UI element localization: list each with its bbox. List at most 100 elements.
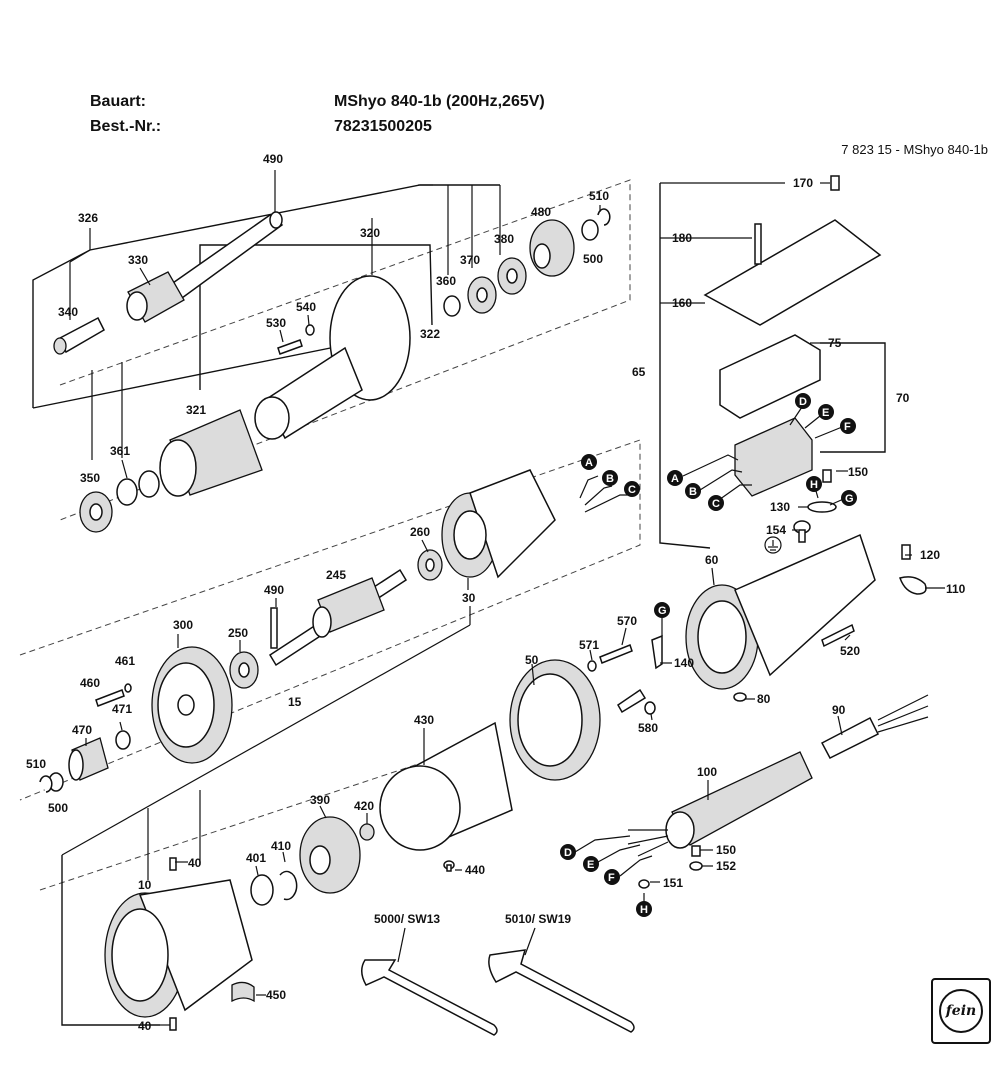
marker-e-switch: E <box>818 404 834 420</box>
label-510a: 510 <box>589 189 609 203</box>
label-350: 350 <box>80 471 100 485</box>
screw-150b <box>691 845 701 857</box>
marker-h-cable: H <box>636 901 652 917</box>
label-120: 120 <box>920 548 940 562</box>
marker-a-top: A <box>581 454 597 470</box>
screw-570 <box>599 644 633 664</box>
pin-40a <box>169 857 177 871</box>
label-500a: 500 <box>583 252 603 266</box>
upper-assembly-outline <box>59 179 631 521</box>
label-401: 401 <box>246 851 266 865</box>
washer-152 <box>689 861 703 871</box>
screw-460 <box>95 689 125 707</box>
label-471: 471 <box>112 702 132 716</box>
label-510b: 510 <box>26 757 46 771</box>
collet <box>53 316 105 355</box>
bearing-housing <box>254 275 411 440</box>
spindle-shaft <box>168 211 284 299</box>
screw-154 <box>793 520 811 543</box>
svg-text:D: D <box>799 396 807 408</box>
label-300: 300 <box>173 618 193 632</box>
washer-461 <box>124 683 132 693</box>
bearing-plate-300 <box>151 646 233 764</box>
label-30: 30 <box>462 591 476 605</box>
label-330: 330 <box>128 253 148 267</box>
svg-text:H: H <box>640 904 648 916</box>
motor-housing-60 <box>685 533 876 690</box>
label-150b: 150 <box>716 843 736 857</box>
label-60: 60 <box>705 553 719 567</box>
label-180: 180 <box>672 231 692 245</box>
label-70: 70 <box>896 391 910 405</box>
label-530: 530 <box>266 316 286 330</box>
label-130: 130 <box>770 500 790 514</box>
screw-120 <box>901 544 911 560</box>
strain-relief <box>617 688 647 714</box>
label-326: 326 <box>78 211 98 225</box>
bracket-15 <box>61 855 160 1026</box>
label-15: 15 <box>288 695 302 709</box>
label-140: 140 <box>674 656 694 670</box>
label-490b: 490 <box>264 583 284 597</box>
label-260: 260 <box>410 525 430 539</box>
washer-151 <box>638 879 650 889</box>
marker-b-top: B <box>602 470 618 486</box>
label-321: 321 <box>186 403 206 417</box>
pinion-470 <box>68 737 109 781</box>
svg-text:C: C <box>712 498 720 510</box>
svg-text:B: B <box>689 486 697 498</box>
label-320: 320 <box>360 226 380 240</box>
label-150a: 150 <box>848 465 868 479</box>
bestnr-label: Best.-Nr.: <box>90 118 162 135</box>
label-250: 250 <box>228 626 248 640</box>
screw-530 <box>277 339 303 355</box>
svg-text:A: A <box>585 457 593 469</box>
label-370: 370 <box>460 253 480 267</box>
end-cap-50 <box>509 659 601 781</box>
collet-nut <box>126 271 185 323</box>
washer-471 <box>115 730 131 750</box>
svg-text:E: E <box>822 407 829 419</box>
label-461: 461 <box>115 654 135 668</box>
marker-f-switch: F <box>840 418 856 434</box>
label-80: 80 <box>757 692 771 706</box>
ring-360 <box>443 295 461 317</box>
lower-assembly-outline <box>39 759 431 891</box>
washer-361b <box>138 470 160 498</box>
label-160: 160 <box>672 296 692 310</box>
bearing-380 <box>497 257 527 295</box>
label-152: 152 <box>716 859 736 873</box>
label-490a: 490 <box>263 152 283 166</box>
fein-logo-circle: fein <box>939 989 983 1033</box>
label-151: 151 <box>663 876 683 890</box>
gear-housing-10 <box>104 879 253 1018</box>
marker-c-top: C <box>624 481 640 497</box>
label-520: 520 <box>840 644 860 658</box>
label-420: 420 <box>354 799 374 813</box>
label-440: 440 <box>465 863 485 877</box>
screw-150a <box>822 469 832 483</box>
label-340: 340 <box>58 305 78 319</box>
washer-361a <box>116 478 138 506</box>
document-reference: 7 823 15 - MShyo 840-1b <box>841 142 988 157</box>
cable-90 <box>820 694 929 759</box>
label-571: 571 <box>579 638 599 652</box>
clip-450 <box>231 981 255 1003</box>
clamp-130 <box>807 501 837 513</box>
marker-f-cable: F <box>604 869 620 885</box>
terminal-140 <box>651 634 663 670</box>
handle-cover-160 <box>703 219 882 326</box>
gear-390 <box>299 816 361 894</box>
label-65: 65 <box>632 365 646 379</box>
marker-b-switch: B <box>685 483 701 499</box>
screw-520 <box>821 623 855 648</box>
label-360: 360 <box>436 274 456 288</box>
marker-e-cable: E <box>583 856 599 872</box>
marker-g-switch: G <box>841 490 857 506</box>
label-100: 100 <box>697 765 717 779</box>
pin-40b <box>169 1017 177 1031</box>
washer-500a <box>581 219 599 241</box>
marker-h-switch: H <box>806 476 822 492</box>
label-40a: 40 <box>188 856 202 870</box>
bearing-350 <box>79 491 113 533</box>
